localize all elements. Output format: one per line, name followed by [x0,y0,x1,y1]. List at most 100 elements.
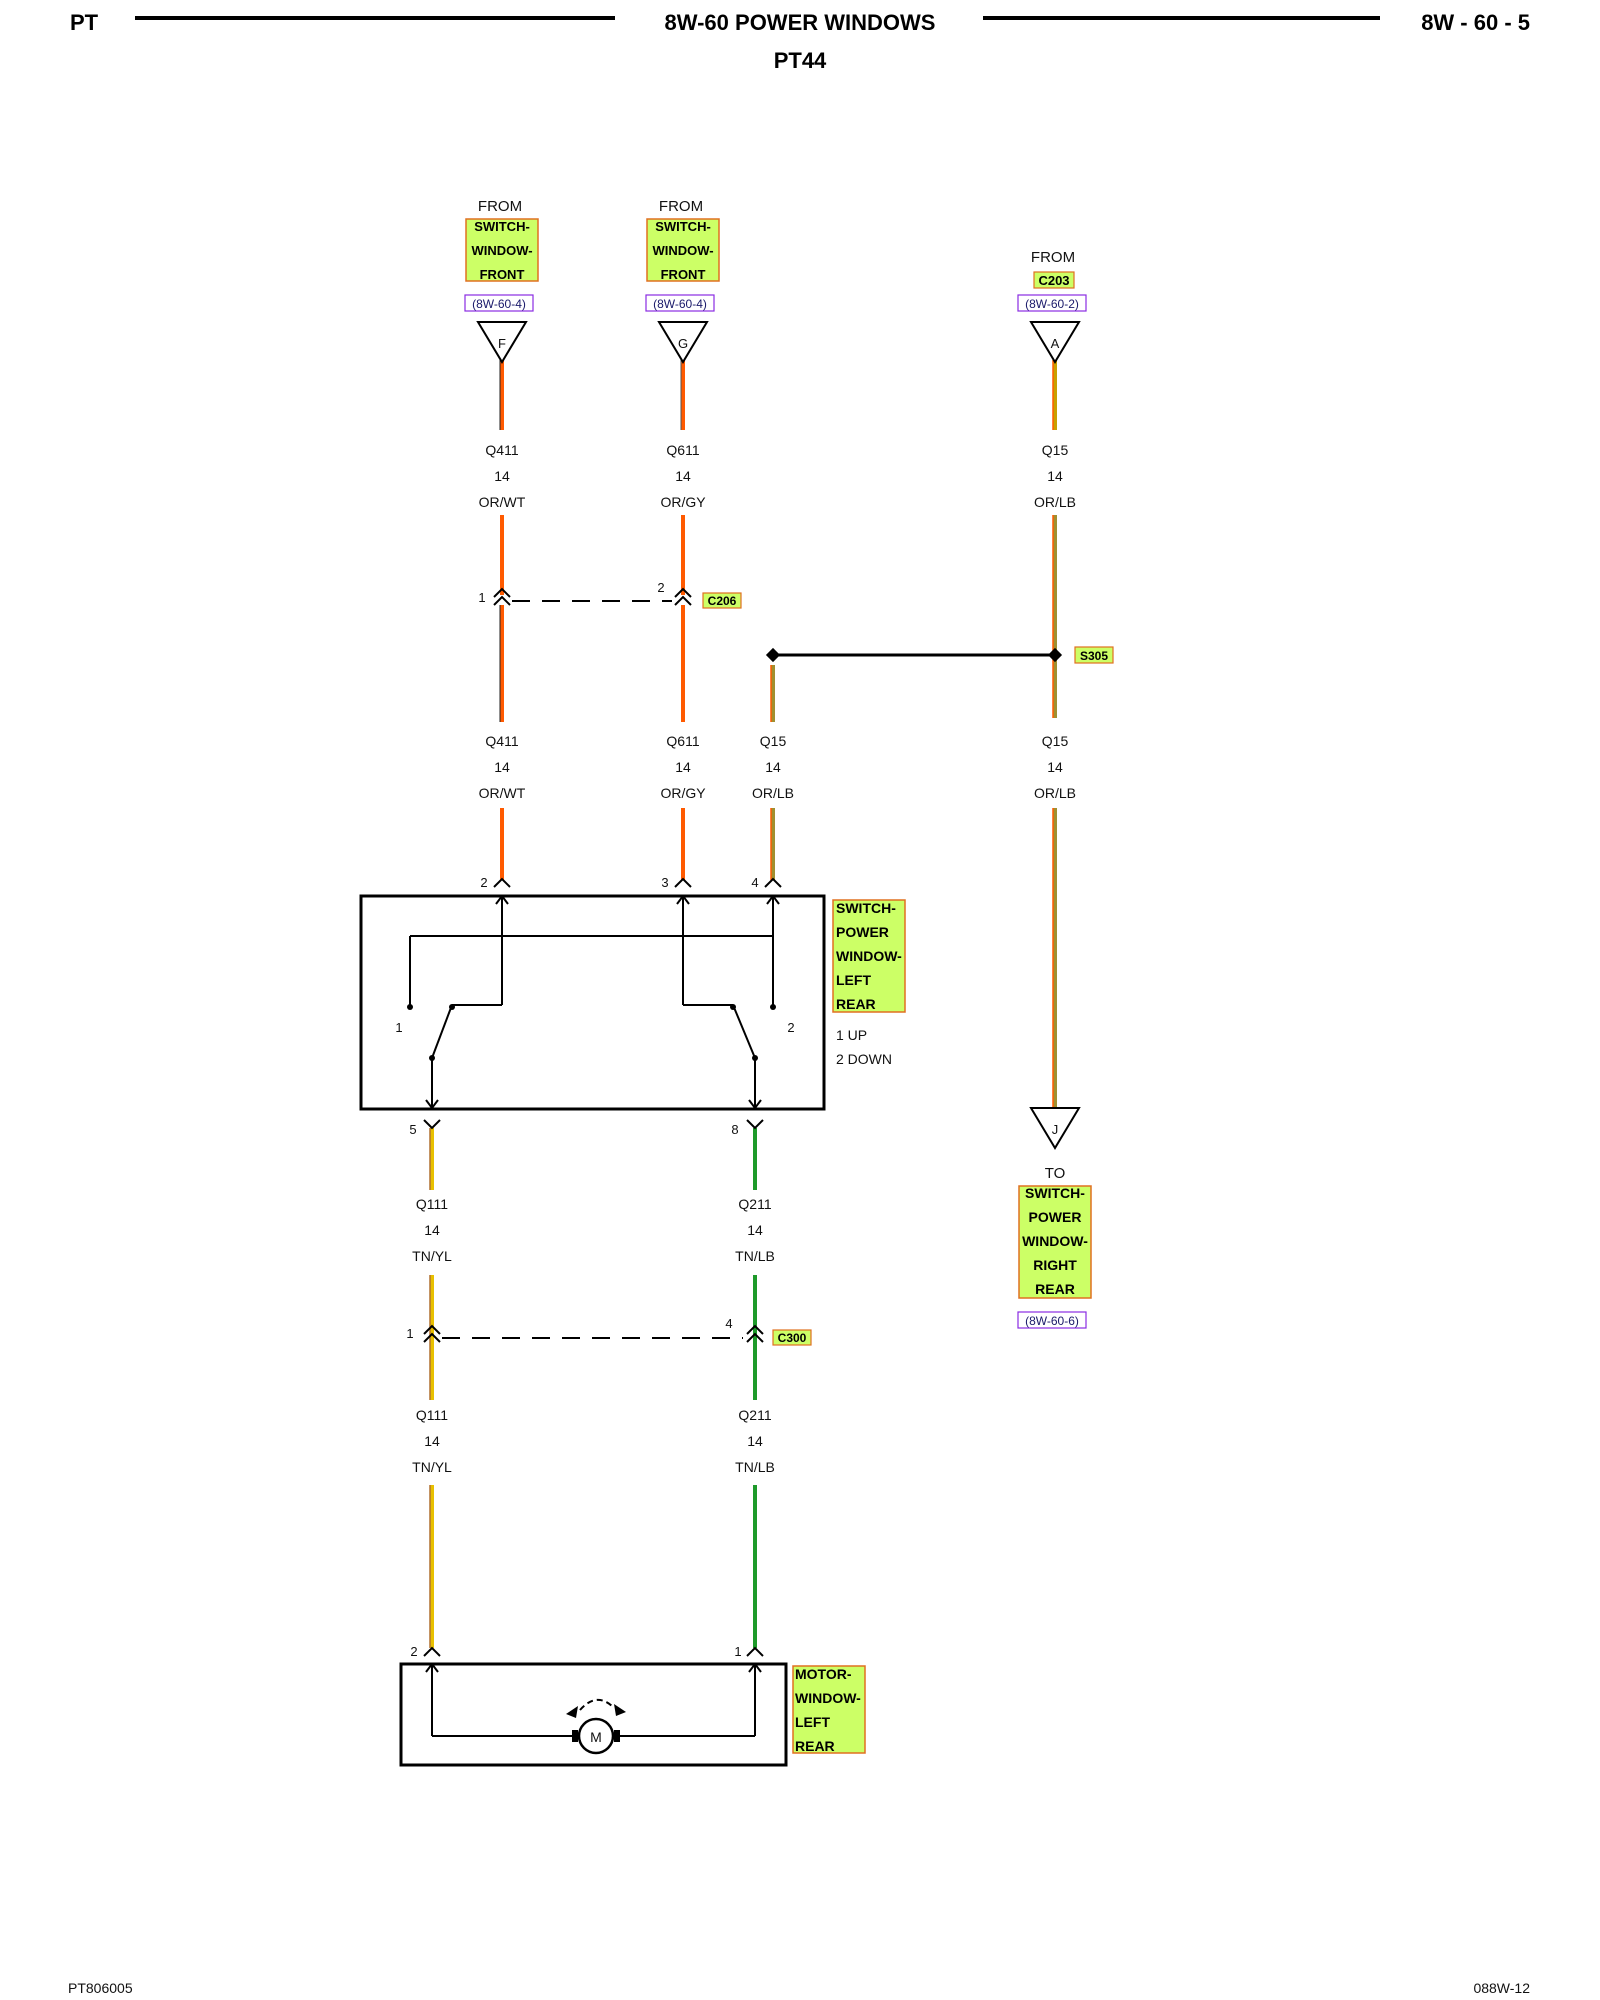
wire-label-color: TN/LB [735,1248,775,1264]
destination-to: TO [1045,1165,1066,1182]
source-g-line2: WINDOW- [652,243,713,258]
source-a-connector-symbol [1029,321,1081,364]
switch-label-line1: SWITCH- [836,900,896,916]
wire-label-color: OR/GY [660,785,706,801]
source-f-line2: WINDOW- [471,243,532,258]
connector-c300: 1 4 C300 [406,1316,812,1346]
s305-label: S305 [1080,649,1108,663]
switch-contact-dot [770,1004,776,1010]
source-g-line1: SWITCH- [655,219,711,234]
wire-label-circuit: Q211 [738,1196,771,1212]
switch-contact-2: 2 [787,1020,794,1035]
source-g-line3: FRONT [661,267,706,282]
c206-pin-2-symbol [674,587,692,606]
c300-pin-right: 4 [725,1316,732,1331]
wire-labels-lower: Q111 14 TN/YL Q211 14 TN/LB Q111 14 TN/Y… [412,1196,775,1475]
switch-label-box [832,899,906,1013]
c300-label-box [772,1329,812,1346]
switch-left-rear: 2 3 4 1 2 SWITC [359,875,906,1137]
switch-contact-1: 1 [395,1020,402,1035]
motor-rotation-arc [579,1699,613,1711]
source-f-connector-symbol [476,321,528,364]
source-a-ref-box [1017,294,1087,312]
wire-label-circuit: Q611 [666,733,699,749]
c206-pin-1-symbol [493,587,511,606]
motor-rotation-arrow-left [566,1706,578,1718]
c206-label-box [702,592,742,609]
source-f-ref[interactable]: (8W-60-4) [472,297,526,311]
motor-pin-2-symbol [423,1646,441,1657]
source-a-label-box [1033,271,1075,289]
wire-label-gauge: 14 [747,1433,763,1449]
switch-contact-dot [407,1004,413,1010]
source-a-from: FROM [1031,249,1075,266]
switch-label-line2: POWER [836,924,889,940]
switch-pin-4-symbol [764,877,782,888]
motor-body [399,1662,788,1767]
source-f-connector: F [498,336,506,351]
motor-terminal-arrows [425,1662,762,1673]
wire-label-color: OR/LB [752,785,794,801]
motor-brush-left [572,1730,578,1742]
switch-pin-5-symbol [423,1119,441,1130]
motor-label-box [792,1665,866,1754]
wire-label-color: TN/YL [412,1459,452,1475]
wire-label-circuit: Q111 [416,1196,448,1212]
c300-pin-1-symbol [423,1324,441,1343]
wire-label-gauge: 14 [675,759,691,775]
splice-s305: S305 [765,646,1114,664]
switch-body [359,894,826,1111]
motor-label-line4: REAR [795,1738,835,1754]
header-left: PT [70,10,99,35]
wire-label-circuit: Q211 [738,1407,771,1423]
switch-label-line3: WINDOW- [836,948,902,964]
source-g-ref-box [645,294,715,312]
destination-j: J TO SWITCH- POWER WINDOW- RIGHT REAR (8… [1017,1107,1092,1329]
switch-legend-down: 2 DOWN [836,1051,892,1067]
splice-node-left [765,647,781,663]
motor-symbol [577,1717,615,1755]
wire-label-color: TN/LB [735,1459,775,1475]
wire-label-gauge: 14 [424,1433,440,1449]
page-footer: PT806005 088W-12 [68,1980,1530,1996]
source-g-label-box [646,218,720,282]
header-title: 8W-60 POWER WINDOWS [665,10,936,35]
destination-connector-symbol [1029,1107,1081,1150]
wire-label-circuit: Q15 [1042,733,1069,749]
switch-internal-wiring [409,896,774,1109]
motor-pin-right: 1 [734,1644,741,1659]
destination-ref[interactable]: (8W-60-6) [1025,1314,1079,1328]
switch-contact-dot [752,1055,758,1061]
wire-label-gauge: 14 [1047,468,1063,484]
wire-label-gauge: 14 [747,1222,763,1238]
motor-left-rear: 2 1 M MOTOR- WINDOW- LEFT REAR [399,1644,866,1767]
wire-label-circuit: Q611 [666,442,699,458]
wire-label-circuit: Q411 [485,733,518,749]
wire-label-color: OR/WT [479,785,526,801]
c300-pin-left: 1 [406,1326,413,1341]
source-a-label: C203 [1038,273,1069,288]
source-a-ref[interactable]: (8W-60-2) [1025,297,1079,311]
switch-contact-dot [730,1004,736,1010]
page-header: PT 8W-60 POWER WINDOWS 8W - 60 - 5 PT44 [70,10,1530,73]
wire-label-color: TN/YL [412,1248,452,1264]
c300-label: C300 [778,1331,807,1345]
source-g-ref[interactable]: (8W-60-4) [653,297,707,311]
source-f-line3: FRONT [480,267,525,282]
wire-label-gauge: 14 [675,468,691,484]
c206-pin-left: 1 [478,590,485,605]
destination-line1: SWITCH- [1025,1185,1085,1201]
source-g-from: FROM [659,198,703,215]
motor-pin-left: 2 [410,1644,417,1659]
source-a: FROM C203 (8W-60-2) A [1017,249,1087,364]
motor-pin-1-symbol [746,1646,764,1657]
source-f: FROM SWITCH- WINDOW- FRONT (8W-60-4) F [464,198,539,364]
switch-output-arrows [425,1099,762,1110]
wire-label-gauge: 14 [494,468,510,484]
header-subtitle: PT44 [774,48,827,73]
source-a-connector: A [1051,336,1060,351]
motor-internal-wiring [431,1664,756,1737]
footer-right: 088W-12 [1473,1980,1530,1996]
wire-label-color: OR/LB [1034,494,1076,510]
